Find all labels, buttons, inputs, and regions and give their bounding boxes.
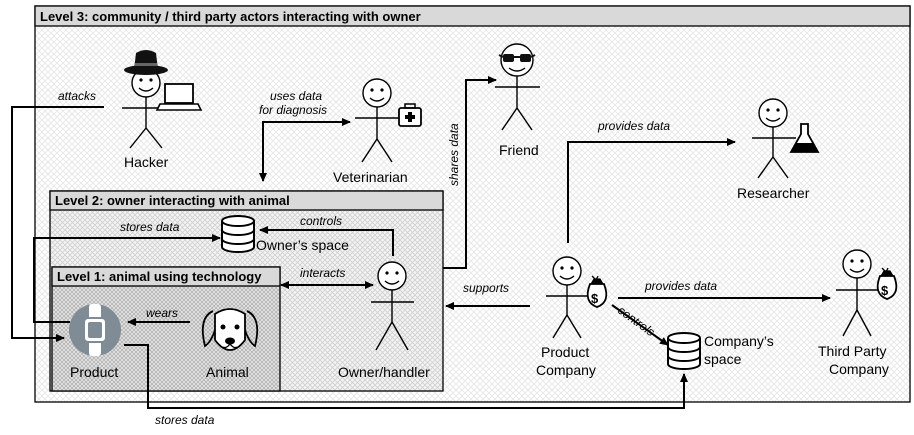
medical-kit-icon (398, 103, 422, 127)
flask-icon (789, 123, 820, 153)
product-device: Product (69, 304, 121, 380)
third-party-label-1: Third Party (818, 343, 886, 359)
researcher-actor: Researcher (737, 98, 820, 201)
database-icon (667, 332, 701, 370)
level1-title: Level 1: animal using technology (57, 269, 262, 284)
friend-label: Friend (499, 142, 539, 158)
glasses-icon (498, 54, 536, 62)
dog-face-icon (201, 308, 259, 351)
edge-wears: wears (127, 306, 190, 326)
owner-space-label: Owner’s space (256, 237, 349, 253)
edge-uses-data-label-1: uses data (270, 89, 322, 103)
edge-attacks: attacks (11, 89, 104, 342)
company-space-label-2: space (704, 351, 742, 367)
edge-stores-data-company: stores data (124, 344, 688, 427)
edge-attacks-label: attacks (58, 89, 96, 103)
edge-provides-data-researcher: provides data (567, 119, 736, 243)
friend-figure (495, 43, 540, 131)
edge-uses-data: uses data for diagnosis (259, 89, 351, 182)
owner-handler-figure (371, 261, 414, 351)
hacker-label: Hacker (124, 154, 169, 170)
owner-handler-label: Owner/handler (338, 364, 430, 380)
edge-provides-data-researcher-label: provides data (597, 119, 670, 133)
edge-shares-data: shares data (443, 76, 497, 269)
company-space-label-1: Company’s (704, 333, 774, 349)
third-party-label-2: Company (829, 361, 889, 377)
laptop-icon (155, 83, 203, 111)
edge-supports: supports (445, 281, 530, 310)
hacker-actor: Hacker (122, 50, 203, 170)
owner-space: Owner’s space (221, 215, 349, 253)
edge-controls-owner: controls (259, 214, 394, 256)
researcher-figure (752, 98, 796, 179)
product-company-figure (546, 256, 590, 339)
veterinarian-label: Veterinarian (333, 169, 408, 185)
edge-stores-data-company-label: stores data (155, 413, 215, 427)
veterinarian-actor: Veterinarian (333, 78, 422, 185)
level3-title: Level 3: community / third party actors … (40, 9, 421, 24)
wearable-device-icon (69, 304, 121, 356)
money-bag-dollar: $ (881, 283, 889, 298)
money-bag-icon: $ (586, 275, 608, 308)
edge-interacts: interacts (280, 266, 374, 289)
product-company-label-2: Company (536, 362, 596, 378)
edge-supports-label: supports (463, 281, 509, 295)
researcher-label: Researcher (737, 185, 810, 201)
edge-provides-data-third-party-label: provides data (644, 279, 717, 293)
owner-handler-actor: Owner/handler (338, 261, 430, 380)
money-bag-dollar: $ (591, 291, 599, 306)
edge-stores-data-owner-label: stores data (120, 220, 180, 234)
product-label: Product (70, 364, 118, 380)
third-party-company-actor: $ Third Party Company (818, 249, 898, 377)
third-party-company-figure (836, 249, 880, 337)
level2-title: Level 2: owner interacting with animal (55, 193, 290, 208)
fedora-hat-icon (124, 50, 168, 75)
edge-uses-data-label-2: for diagnosis (259, 103, 327, 117)
edge-interacts-label: interacts (300, 266, 345, 280)
money-bag-icon: $ (876, 267, 898, 300)
animal-label: Animal (206, 364, 249, 380)
friend-actor: Friend (495, 43, 540, 158)
product-company-actor: $ Product Company (536, 256, 608, 378)
animal-actor: Animal (201, 308, 259, 380)
database-icon (221, 215, 255, 253)
product-company-label-1: Product (541, 344, 589, 360)
veterinarian-figure (355, 78, 400, 163)
edge-stores-data-owner: stores data (33, 220, 221, 323)
edge-provides-data-third-party: provides data (618, 279, 831, 302)
edge-shares-data-label: shares data (447, 123, 461, 186)
company-space: Company’s space (667, 332, 774, 370)
edge-wears-label: wears (146, 306, 178, 320)
edge-controls-owner-label: controls (300, 214, 342, 228)
